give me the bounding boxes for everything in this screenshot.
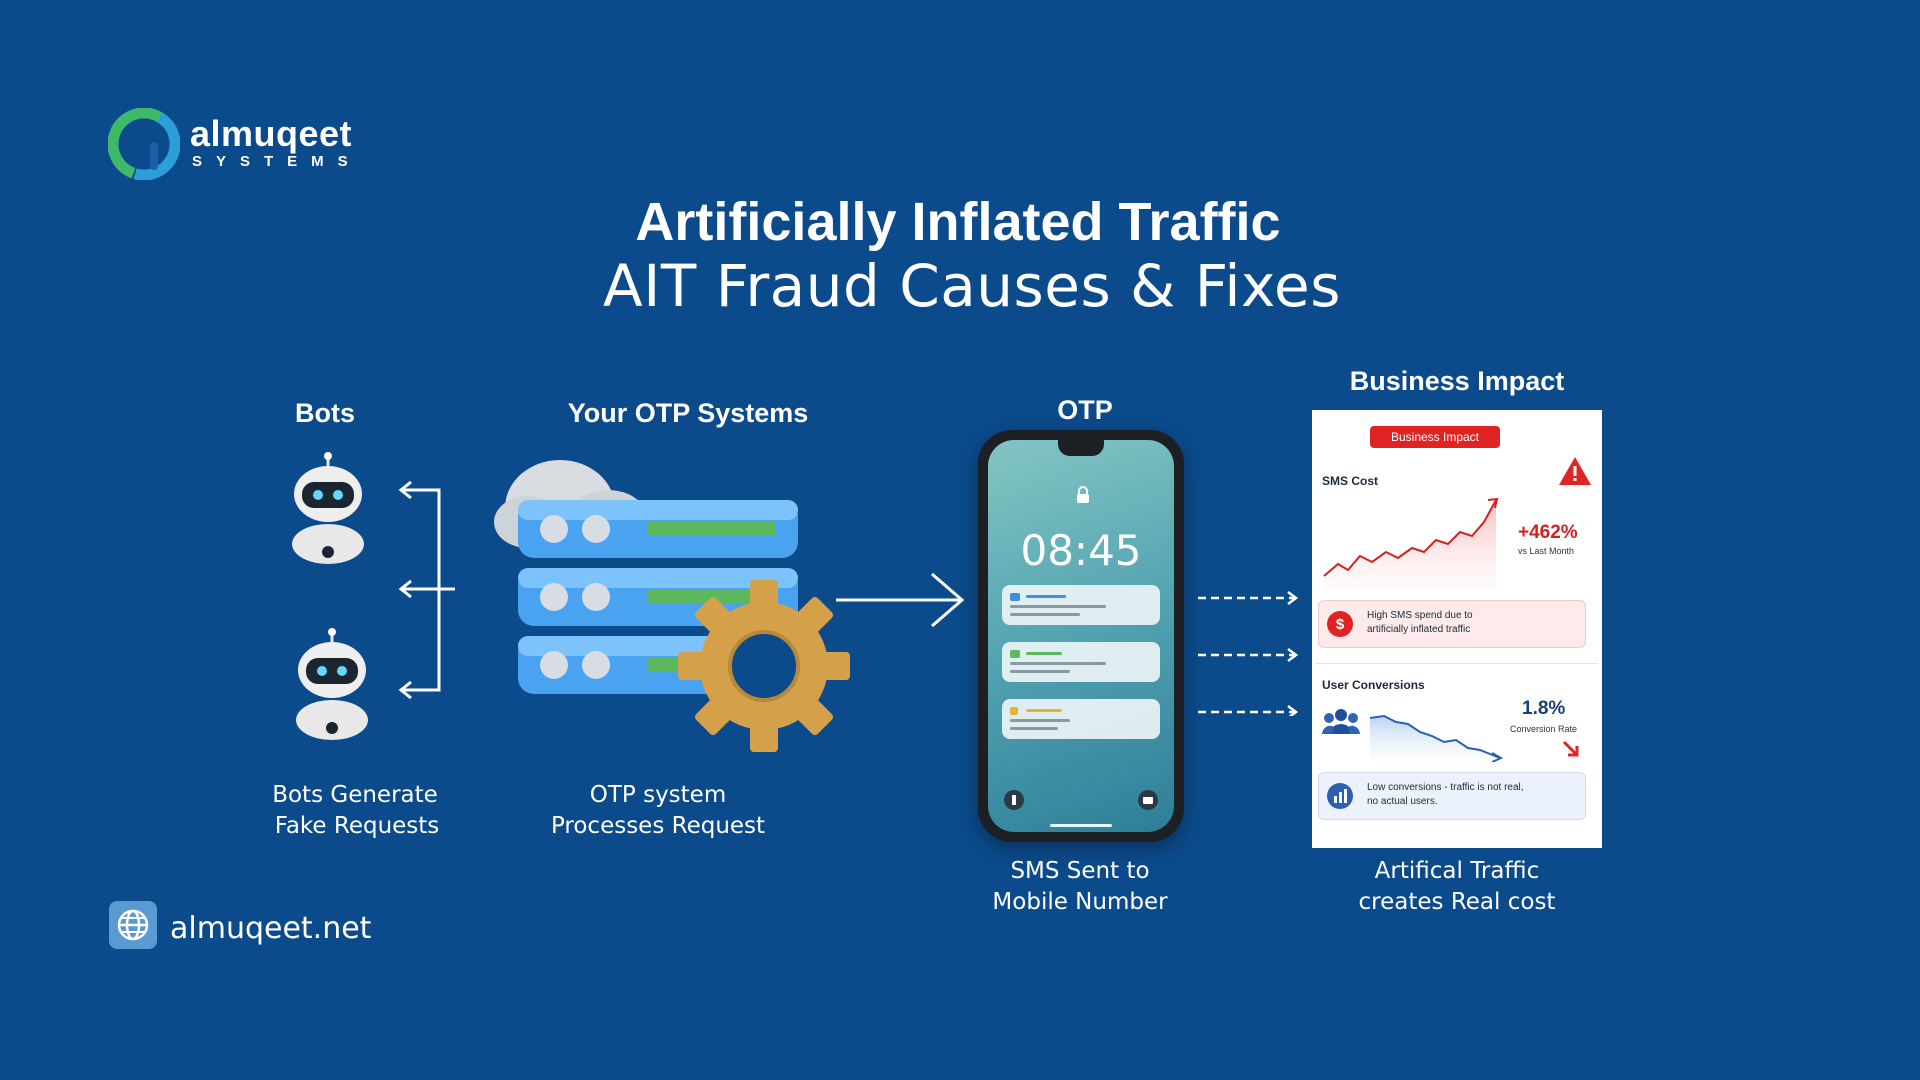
- smartphone-icon: 08:45: [978, 430, 1184, 842]
- bots-caption: Bots Generate Fake Requests: [230, 780, 480, 842]
- conversions-alert: Low conversions - traffic is not real, n…: [1318, 772, 1586, 820]
- warning-icon: [1559, 457, 1591, 485]
- globe-icon: [109, 901, 157, 949]
- sms-alert-line-1: High SMS spend due to: [1367, 610, 1473, 621]
- bots-caption-line-1: Bots Generate: [272, 782, 438, 808]
- gear-icon: [678, 580, 850, 752]
- impact-heading: Business Impact: [1349, 366, 1565, 396]
- notification-item: [1002, 699, 1160, 739]
- bracket-arrows: [398, 480, 455, 700]
- bots-heading: Bots: [295, 398, 355, 428]
- sms-alert: $ High SMS spend due to artificially inf…: [1318, 600, 1586, 648]
- conversions-label: User Conversions: [1322, 678, 1425, 692]
- impact-badge: Business Impact: [1370, 426, 1500, 448]
- otp-systems-caption-line-2: Processes Request: [550, 813, 766, 839]
- svg-text:$: $: [1336, 616, 1345, 633]
- dollar-icon: $: [1327, 611, 1353, 637]
- otp-caption: SMS Sent to Mobile Number: [955, 856, 1205, 918]
- robot-icon: [296, 628, 368, 740]
- trend-down-icon: [1562, 740, 1579, 757]
- dashed-arrows: [1198, 591, 1299, 716]
- flashlight-icon: [1004, 790, 1024, 810]
- phone-screen: 08:45: [988, 440, 1174, 832]
- sms-alert-line-2: artificially inflated traffic: [1367, 624, 1471, 635]
- notification-item: [1002, 585, 1160, 625]
- otp-server-illustration: [494, 460, 850, 752]
- conv-alert-line-1: Low conversions - traffic is not real,: [1367, 782, 1524, 793]
- otp-systems-caption-line-1: OTP system: [589, 782, 727, 808]
- otp-caption-line-2: Mobile Number: [992, 889, 1168, 915]
- bar-chart-icon: [1327, 783, 1353, 809]
- users-icon: [1322, 709, 1360, 734]
- sms-cost-line-chart: [1323, 497, 1499, 590]
- page-title: Artificially Inflated Traffic: [635, 192, 1281, 252]
- almuqeet-logo-icon: [108, 108, 180, 180]
- otp-systems-caption: OTP system Processes Request: [518, 780, 798, 842]
- server-stack-icon: [518, 500, 798, 694]
- arrow-to-phone: [836, 572, 965, 628]
- website-link[interactable]: almuqeet.net: [170, 911, 372, 946]
- business-impact-card: Business Impact SMS Cost +462% vs Last M…: [1312, 410, 1602, 848]
- conversions-line-chart: [1369, 714, 1504, 762]
- page-subtitle: AIT Fraud Causes & Fixes: [603, 252, 1341, 320]
- robot-icon: [292, 452, 364, 564]
- conversion-rate-label: Conversion Rate: [1510, 724, 1578, 734]
- sms-cost-compare: vs Last Month: [1518, 546, 1575, 556]
- bots-caption-line-2: Fake Requests: [274, 813, 440, 839]
- conversion-rate: 1.8%: [1522, 698, 1566, 719]
- sms-cost-label: SMS Cost: [1322, 474, 1379, 488]
- impact-caption-line-1: Artifical Traffic: [1374, 858, 1540, 884]
- otp-caption-line-1: SMS Sent to: [1010, 858, 1150, 884]
- brand-name: almuqeet: [190, 113, 353, 154]
- otp-heading: OTP: [1057, 395, 1113, 425]
- camera-icon: [1138, 790, 1158, 810]
- phone-clock: 08:45: [1020, 526, 1142, 575]
- impact-caption-line-2: creates Real cost: [1358, 889, 1556, 915]
- notification-item: [1002, 642, 1160, 682]
- otp-systems-heading: Your OTP Systems: [567, 398, 809, 428]
- lock-icon: [1077, 486, 1089, 503]
- impact-caption: Artifical Traffic creates Real cost: [1322, 856, 1592, 918]
- conv-alert-line-2: no actual users.: [1367, 796, 1438, 807]
- sms-cost-change: +462%: [1518, 522, 1578, 543]
- brand-subtitle: SYSTEMS: [192, 153, 362, 170]
